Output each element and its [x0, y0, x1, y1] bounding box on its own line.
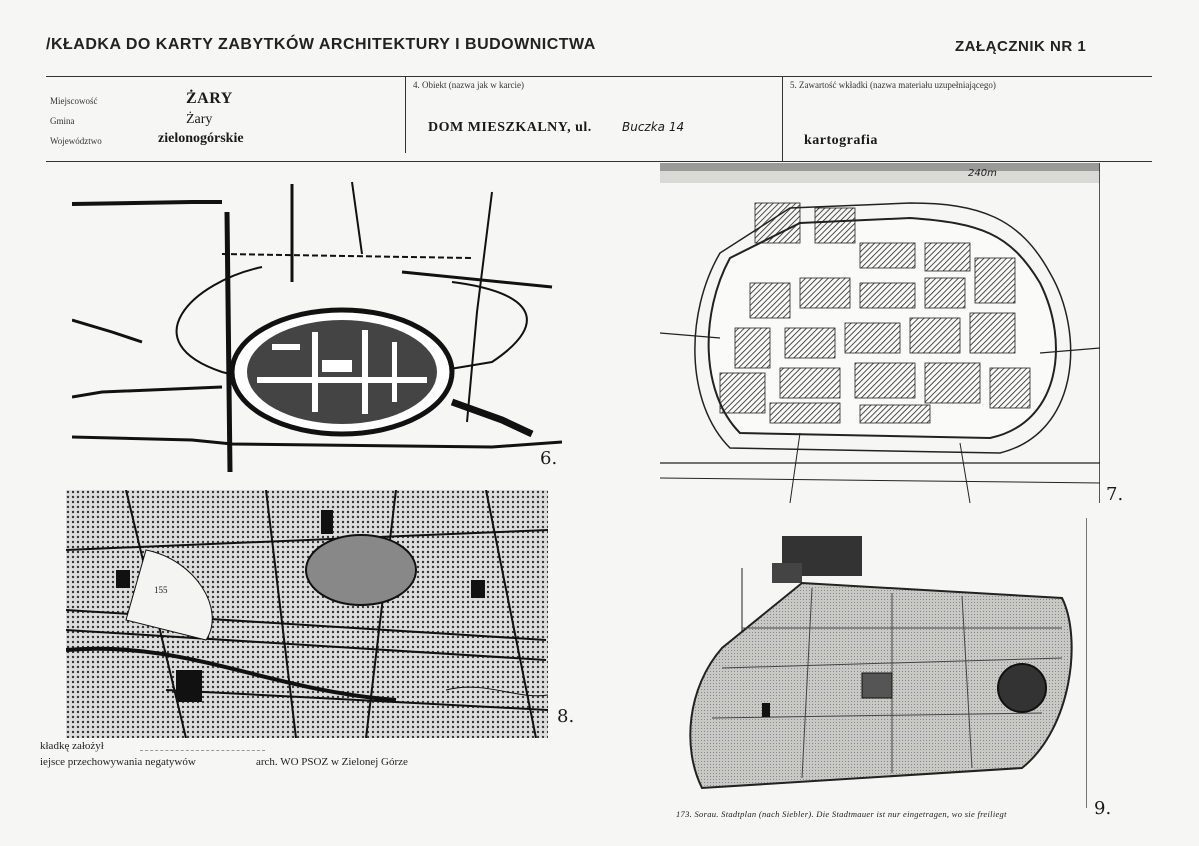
commune-label: Gmina	[50, 116, 75, 126]
voivodeship-label: Województwo	[50, 136, 102, 146]
divider-2	[782, 77, 783, 161]
street-handwritten: Buczka 14	[622, 120, 685, 134]
document-title: /KŁADKA DO KARTY ZABYTKÓW ARCHITEKTURY I…	[46, 36, 596, 53]
fig-8-number: 8.	[557, 706, 575, 727]
annex-number: ZAŁĄCZNIK NR 1	[955, 38, 1087, 55]
town-value: ŻARY	[186, 90, 233, 107]
storage-value: arch. WO PSOZ w Zielonej Górze	[256, 756, 408, 768]
map-fig-8	[66, 490, 548, 738]
divider-1	[405, 77, 406, 153]
fig-6-number: 6.	[540, 448, 558, 469]
object-label: 4. Obiekt (nazwa jak w karcie)	[413, 80, 524, 90]
storage-label: iejsce przechowywania negatywów	[40, 756, 196, 768]
fig-9-number: 9.	[1094, 798, 1112, 819]
top-rule	[46, 76, 1152, 77]
map-fig-6	[72, 172, 562, 484]
map-fig-9	[662, 518, 1087, 808]
bottom-rule	[46, 161, 1152, 162]
author-stamp	[140, 736, 265, 751]
voivodeship-value: zielonogórskie	[158, 131, 244, 146]
content-value: kartografia	[804, 133, 878, 148]
map-fig-7	[660, 163, 1100, 503]
content-label: 5. Zawartość wkładki (nazwa materiału uz…	[790, 80, 996, 90]
object-value: DOM MIESZKALNY, ul.	[428, 120, 592, 135]
commune-value: Żary	[186, 112, 213, 127]
town-label: Miejscowość	[50, 96, 98, 106]
fig-8-label-155: 155	[154, 585, 168, 595]
fig-7-annotation: 240m	[968, 168, 997, 179]
fig-7-number: 7.	[1106, 484, 1124, 505]
author-label: kładkę założył	[40, 740, 104, 752]
fig-9-caption: 173. Sorau. Stadtplan (nach Siebler). Di…	[676, 809, 1007, 819]
